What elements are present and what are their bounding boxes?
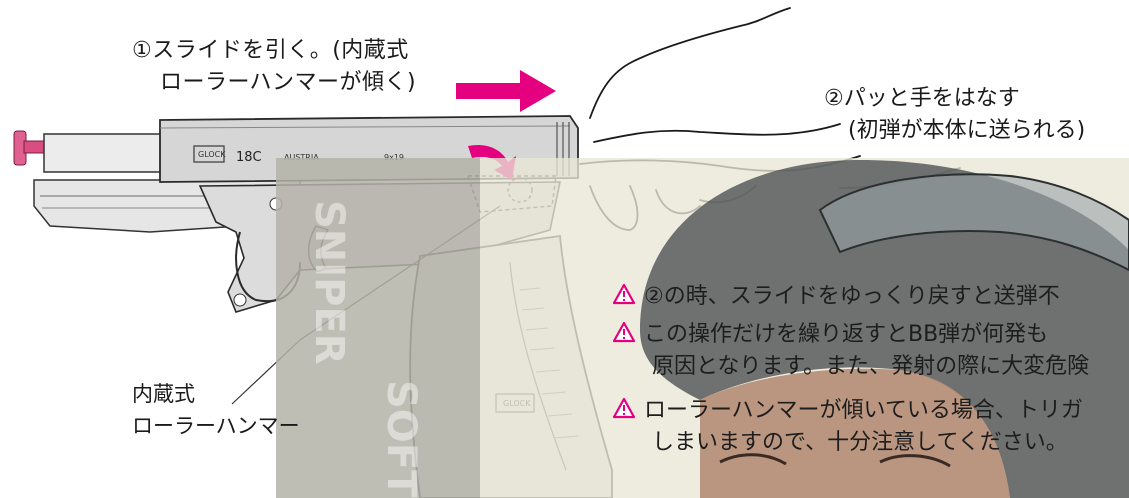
warning-3-line1: ローラーハンマーが傾いている場合、トリガ	[644, 398, 1083, 423]
warning-3-line2: しまいますので、十分注意してください。	[652, 430, 1068, 455]
slide-logo-box	[193, 145, 225, 163]
hammer-label-line2: ローラーハンマー	[132, 414, 300, 438]
caliber-marking: 9x19	[384, 153, 404, 162]
eye-left	[719, 453, 787, 466]
warning-triangle-icon	[612, 283, 636, 305]
slide-direction-arrow	[456, 70, 556, 112]
step2-line2: (初弾が本体に送られる)	[848, 118, 1086, 143]
barrel	[43, 133, 163, 173]
goggles	[818, 173, 1129, 272]
warning-triangle-icon	[612, 321, 636, 343]
face	[700, 368, 1010, 498]
warning-1-line1: ②の時、スライドをゆっくり戻すと送弾不	[644, 284, 1060, 309]
overlay-dark-strip	[276, 158, 480, 498]
eye-right	[879, 454, 951, 468]
warning-3: ローラーハンマーが傾いている場合、トリガ	[612, 392, 1083, 424]
warning-2: この操作だけを繰り返すとBB弾が何発も	[612, 316, 1048, 348]
watermark-left: SNIPER	[306, 200, 352, 365]
helmet	[640, 160, 1129, 498]
step1-line1: ①スライドを引く。(内蔵式	[132, 38, 409, 63]
hammer-label-line1: 内蔵式	[132, 382, 195, 406]
warning-2-line2: 原因となります。また、発射の際に大変危険	[652, 354, 1090, 379]
warning-1: ②の時、スライドをゆっくり戻すと送弾不	[612, 278, 1060, 310]
watermark-right: SOFT	[378, 380, 424, 498]
slide-logo: GLOCK	[198, 150, 226, 159]
model-marking: 18C	[236, 150, 262, 165]
step2-line1: ②パッと手をはなす	[824, 86, 1020, 111]
country-marking: AUSTRIA	[284, 153, 319, 162]
warning-2-line1: この操作だけを繰り返すとBB弾が何発も	[644, 322, 1049, 347]
step1-line2: ローラーハンマーが傾く)	[160, 70, 417, 95]
warning-triangle-icon	[612, 397, 636, 419]
